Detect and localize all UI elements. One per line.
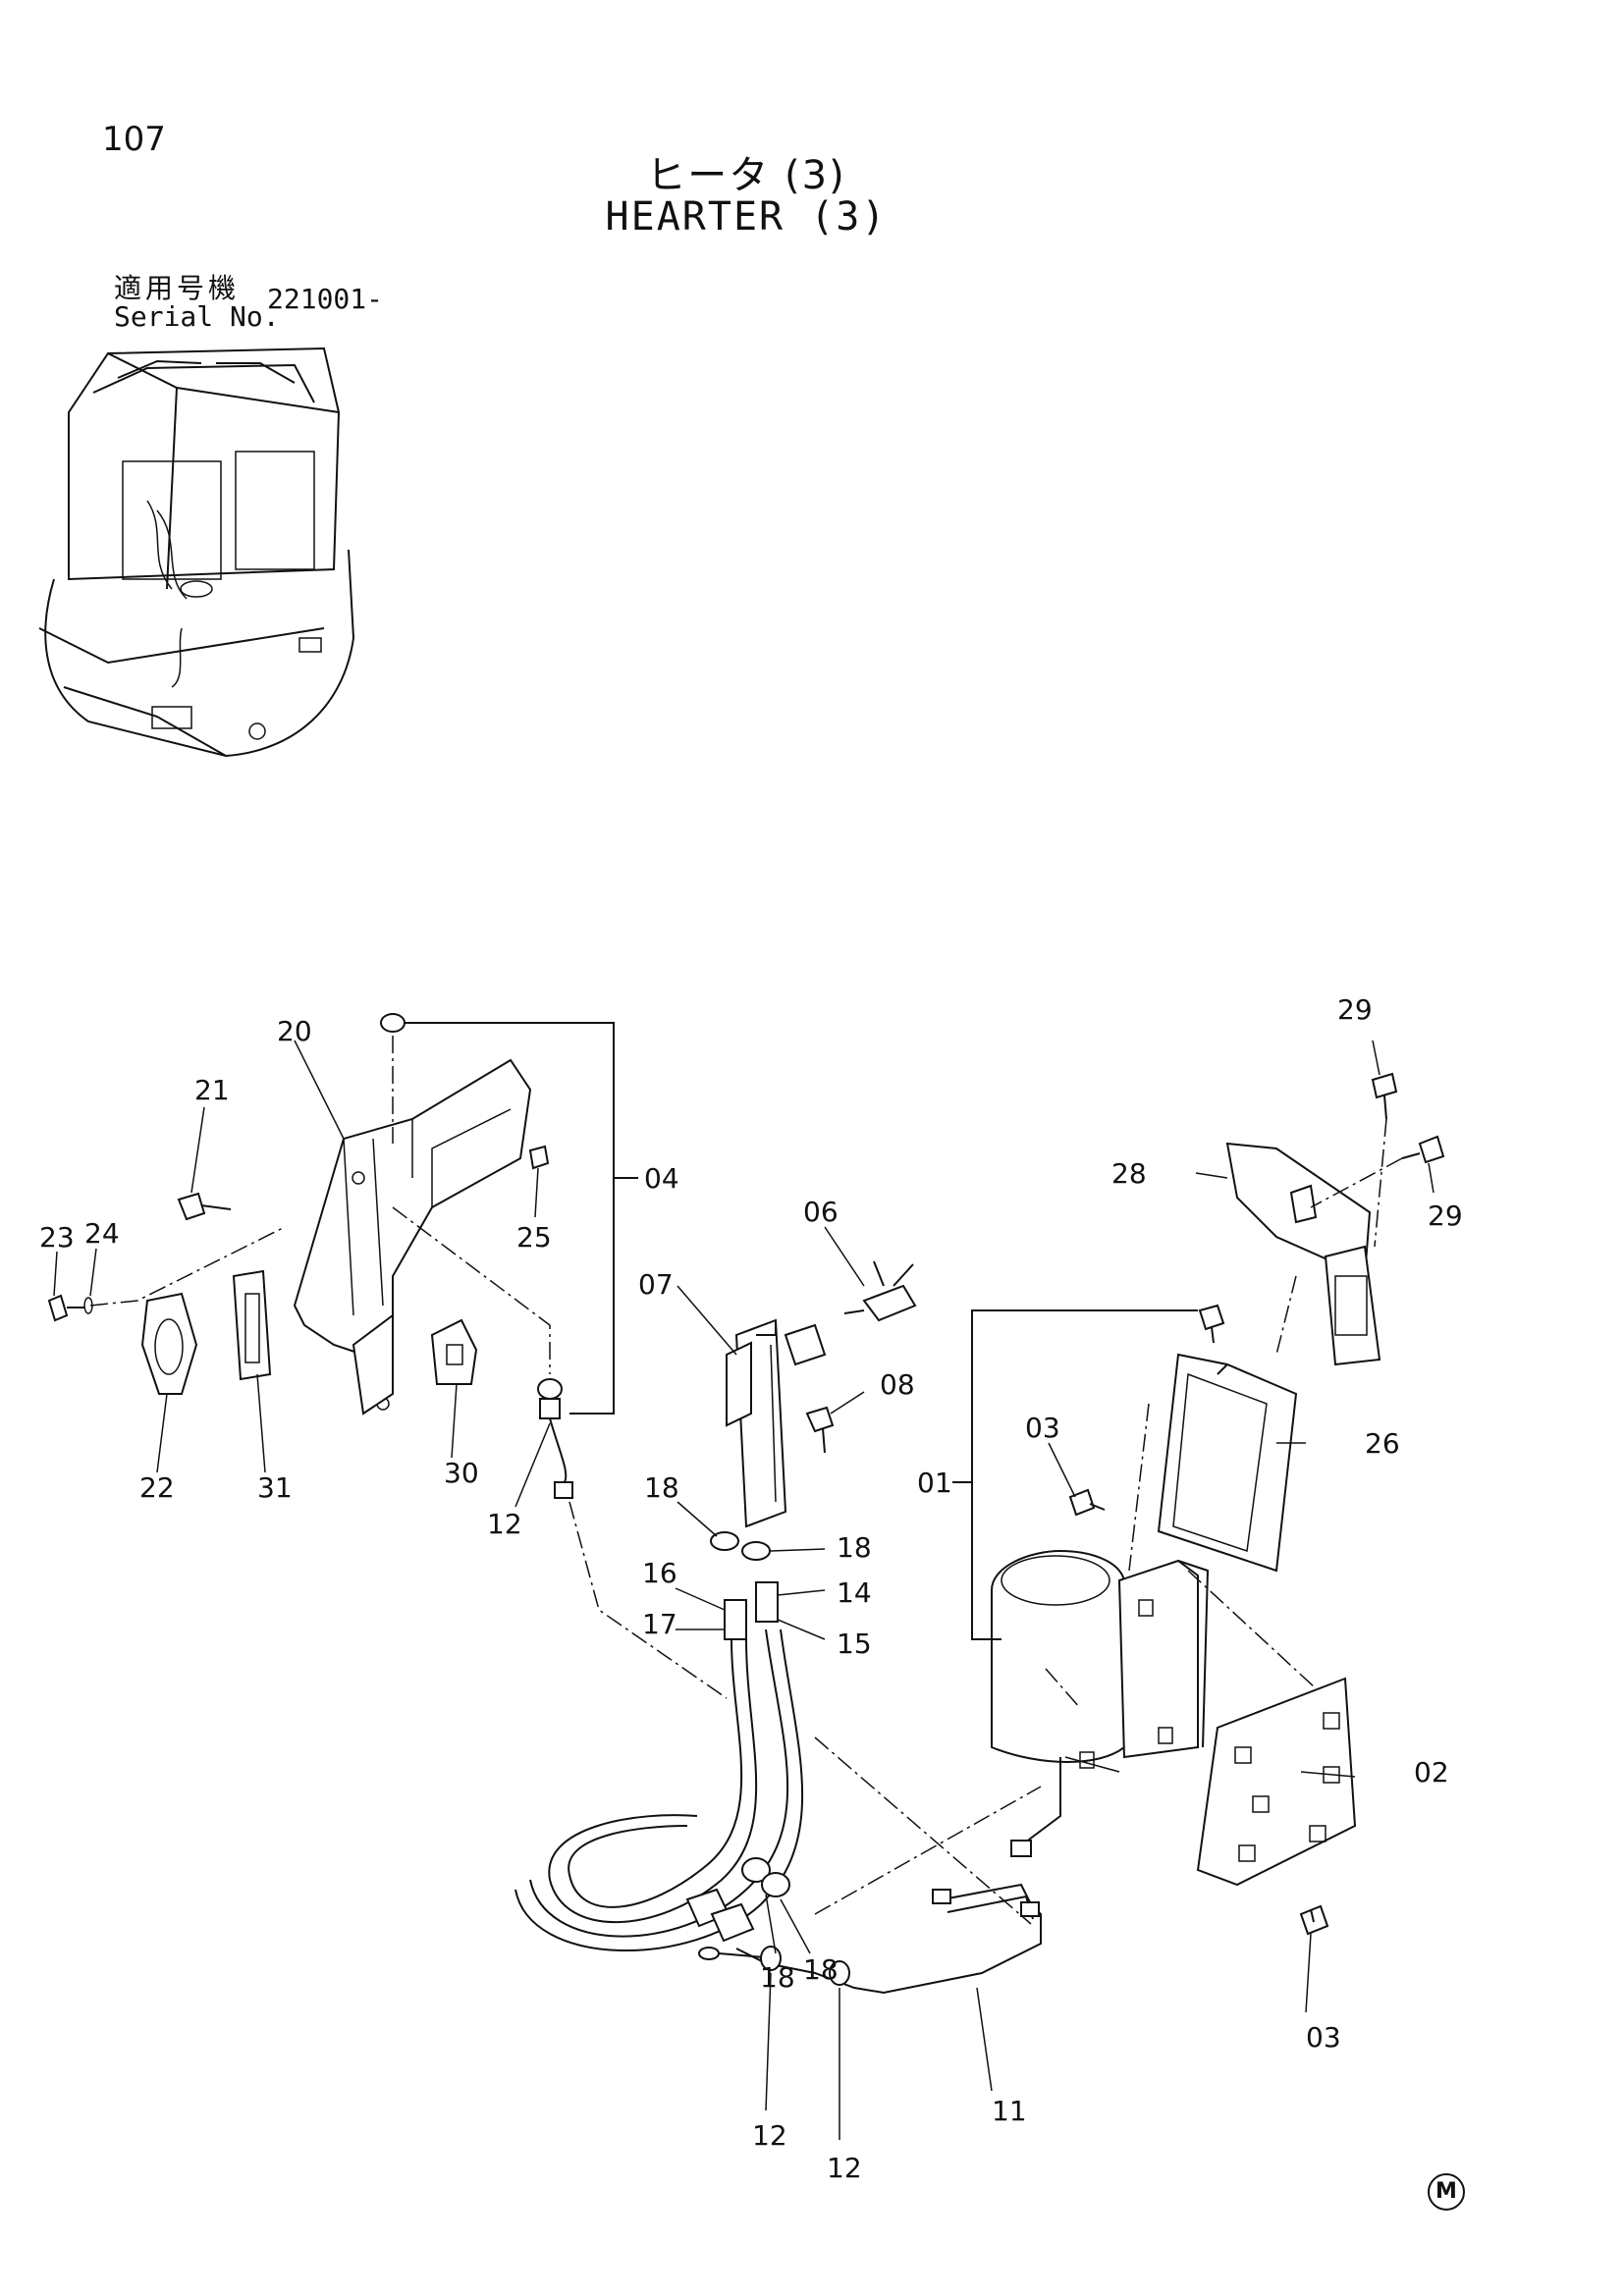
callout-18-lower-left: 18 bbox=[760, 1961, 795, 1994]
callout-25: 25 bbox=[516, 1221, 552, 1254]
callout-16: 16 bbox=[642, 1557, 677, 1589]
callout-08: 08 bbox=[880, 1368, 915, 1401]
callout-29-lower: 29 bbox=[1428, 1200, 1463, 1232]
callout-20: 20 bbox=[277, 1015, 312, 1047]
serial-value: 221001- bbox=[267, 283, 384, 315]
callout-18-upper-right: 18 bbox=[837, 1531, 872, 1564]
callout-31: 31 bbox=[257, 1471, 293, 1504]
callout-04: 04 bbox=[644, 1162, 679, 1195]
callout-28: 28 bbox=[1111, 1157, 1147, 1190]
callout-labels: 20 21 23 24 22 31 30 25 12 04 07 06 08 1… bbox=[39, 993, 1463, 2184]
page-title-japanese: ヒータ (3) bbox=[646, 153, 846, 198]
callout-07: 07 bbox=[638, 1268, 674, 1301]
water-valve-illustration bbox=[514, 1260, 1042, 1952]
leader-lines bbox=[53, 1040, 1435, 2140]
callout-21: 21 bbox=[194, 1074, 230, 1106]
callout-26: 26 bbox=[1365, 1427, 1400, 1460]
callout-03-upper: 03 bbox=[1025, 1412, 1060, 1444]
callout-24: 24 bbox=[84, 1217, 120, 1250]
callout-15: 15 bbox=[837, 1628, 872, 1660]
serial-label-japanese: 適用号機 bbox=[114, 272, 241, 304]
callout-12-lower-left: 12 bbox=[752, 2119, 787, 2152]
callout-29-upper: 29 bbox=[1337, 993, 1373, 1026]
heater-unit-illustration bbox=[698, 1072, 1445, 1995]
callout-06: 06 bbox=[803, 1196, 839, 1228]
cab-thumbnail-illustration bbox=[38, 347, 355, 758]
corner-mark: M bbox=[1428, 2173, 1465, 2211]
callout-18-lower-right: 18 bbox=[803, 1953, 839, 1986]
connector-harness-illustration bbox=[537, 1378, 728, 1699]
callout-14: 14 bbox=[837, 1576, 872, 1609]
heater-bracket-illustration bbox=[47, 1013, 638, 1415]
callout-11: 11 bbox=[992, 2095, 1027, 2127]
page-title-english: HEARTER (3) bbox=[605, 194, 888, 240]
serial-label-english: Serial No. bbox=[114, 300, 280, 333]
callout-01: 01 bbox=[917, 1467, 952, 1499]
callout-02: 02 bbox=[1414, 1756, 1449, 1789]
callout-17: 17 bbox=[642, 1608, 677, 1640]
callout-12-lower-right: 12 bbox=[827, 2152, 862, 2184]
callout-23: 23 bbox=[39, 1221, 75, 1254]
callout-12-left: 12 bbox=[487, 1508, 522, 1540]
callout-18-upper-left: 18 bbox=[644, 1471, 679, 1504]
callout-30: 30 bbox=[444, 1457, 479, 1489]
callout-03-lower: 03 bbox=[1306, 2021, 1341, 2054]
callout-22: 22 bbox=[139, 1471, 175, 1504]
page-number: 107 bbox=[102, 120, 166, 159]
